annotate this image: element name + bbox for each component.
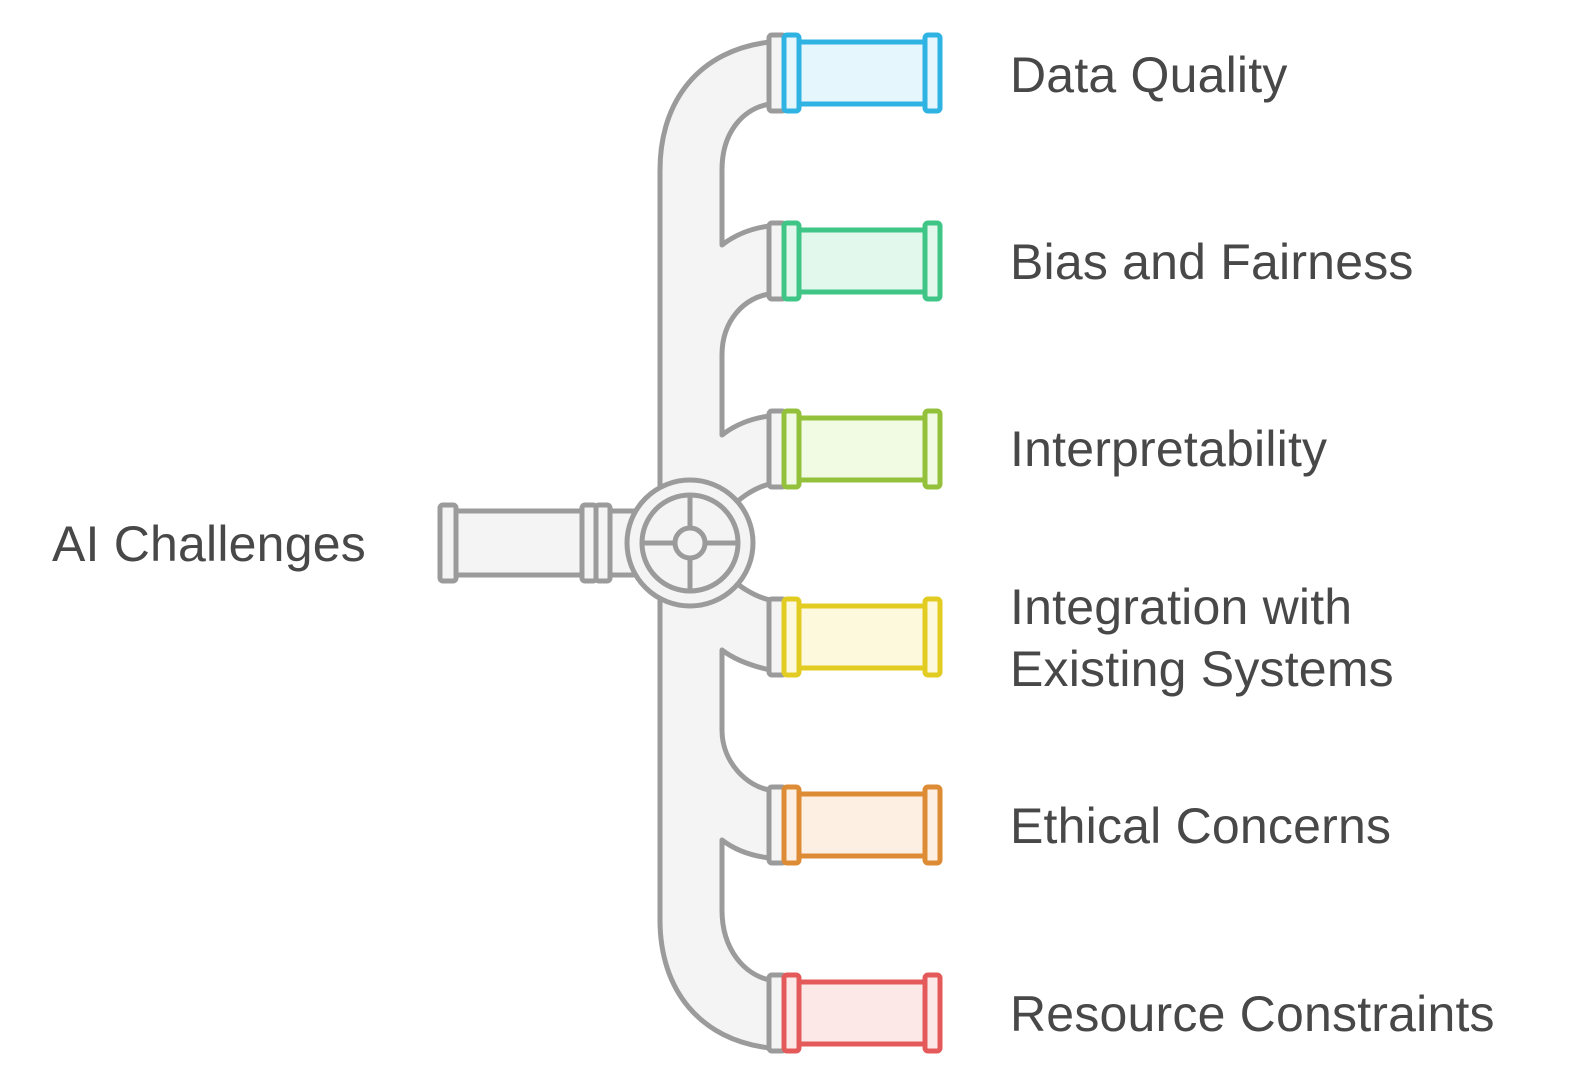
source-label: AI Challenges (52, 516, 366, 572)
valve-icon (624, 477, 756, 609)
branch-label-interpretability: Interpretability (1010, 421, 1328, 477)
branch-label-bias-and-fairness: Bias and Fairness (1010, 234, 1414, 290)
branch-label-resource-constraints: Resource Constraints (1010, 986, 1495, 1042)
outlet-pipe (766, 972, 943, 1054)
inlet-pipe (437, 502, 643, 584)
branch-label-data-quality: Data Quality (1010, 47, 1288, 103)
outlet-pipe (766, 408, 943, 490)
branch-label-integration: Integration with Existing Systems (1010, 579, 1394, 697)
outlet-pipe (766, 596, 943, 678)
outlet-pipe (766, 220, 943, 302)
branch-label-ethical-concerns: Ethical Concerns (1010, 798, 1392, 854)
outlet-pipe (766, 32, 943, 114)
outlet-pipe (766, 784, 943, 866)
outlet-pipes (766, 32, 943, 1054)
